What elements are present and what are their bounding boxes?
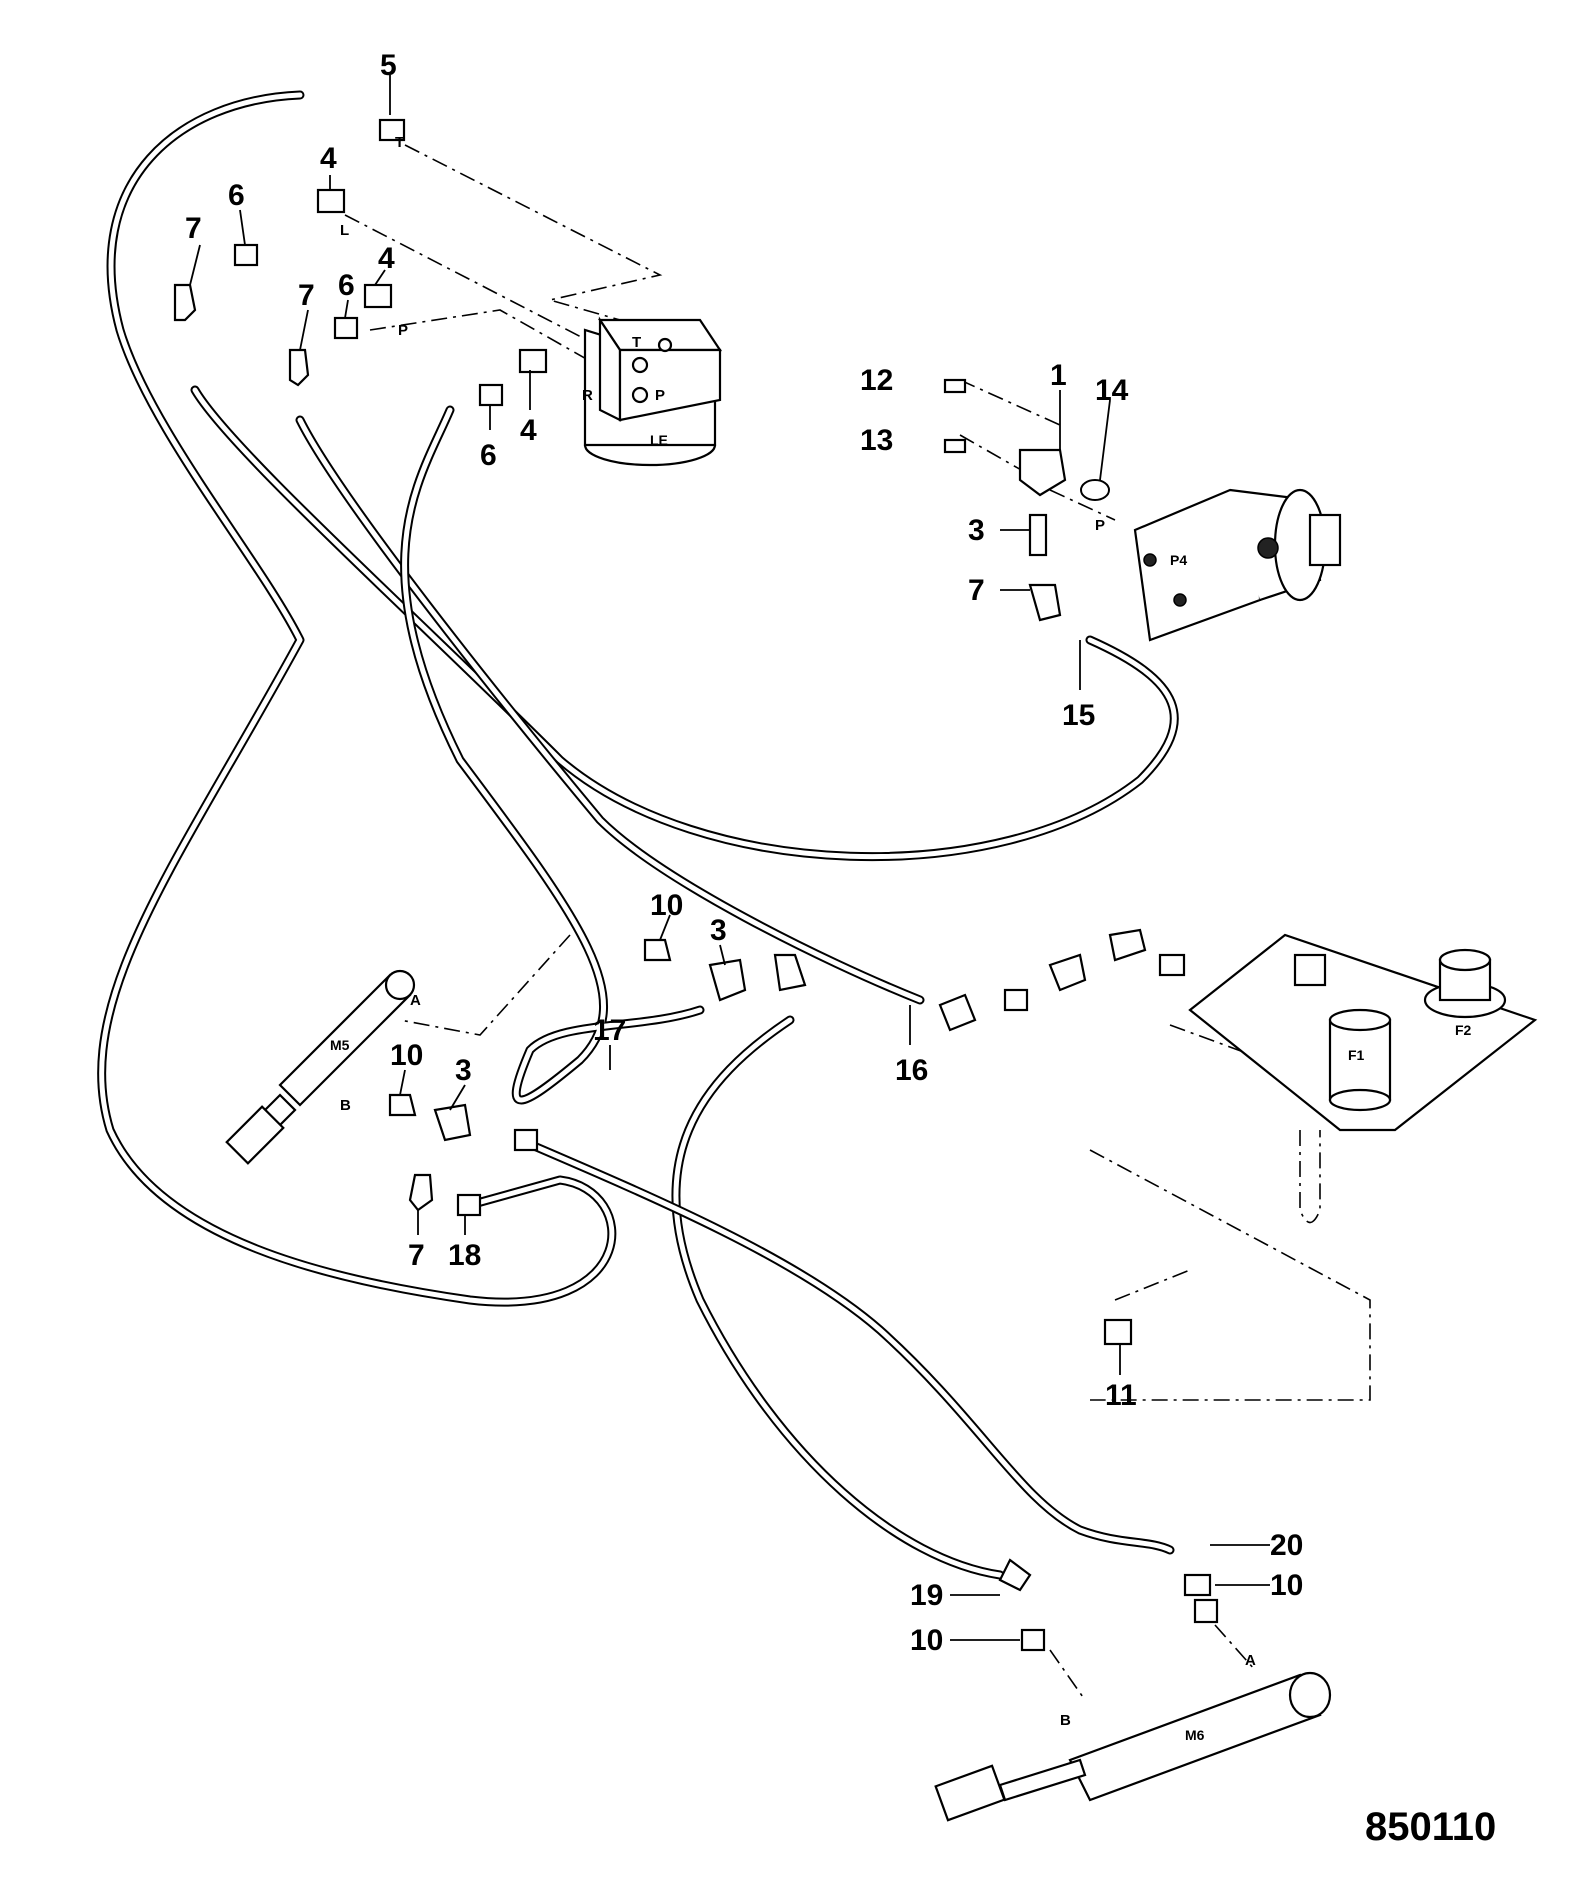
callout-14: 14	[1095, 374, 1129, 407]
pump-label: P4	[1170, 552, 1187, 568]
callout-4-mid: 4	[378, 242, 395, 275]
callout-15: 15	[1062, 699, 1095, 732]
hose-outer-loop	[97, 90, 617, 1307]
callout-3-pump: 3	[968, 514, 985, 547]
valve-label: LE	[650, 432, 668, 448]
fittings	[173, 118, 1219, 1652]
connection-lines	[344, 144, 1321, 1701]
m6-port-a: A	[1245, 1652, 1256, 1669]
callout-leaders	[189, 75, 1270, 1641]
callout-7-pump: 7	[968, 574, 985, 607]
pump-p4: P4 P	[1080, 479, 1342, 642]
m6-label: M6	[1185, 1727, 1205, 1743]
callouts: 5 4 6 7 4 6 7 4 6 12 13 1 14 3 7 15 16 1…	[185, 49, 1303, 1657]
valve-port-p: P	[655, 387, 665, 404]
callout-4-low: 4	[520, 414, 537, 447]
valve-port-t: T	[632, 334, 641, 351]
m5-label: M5	[330, 1037, 350, 1053]
callout-6-low: 6	[480, 439, 497, 472]
callout-3-upper: 3	[710, 914, 727, 947]
callout-11: 11	[1105, 1379, 1137, 1412]
callout-1: 1	[1050, 359, 1067, 392]
port-l: L	[340, 222, 349, 239]
callout-12: 12	[860, 364, 893, 397]
callout-20: 20	[1270, 1529, 1303, 1562]
valve-le: T P R LE	[582, 316, 723, 467]
callout-10-bottom: 10	[910, 1624, 943, 1657]
callout-10-upper: 10	[650, 889, 683, 922]
m6-port-b: B	[1060, 1712, 1071, 1729]
port-t-top: T	[395, 134, 404, 151]
hose-to-16	[295, 415, 925, 1005]
callout-7-low: 7	[408, 1239, 425, 1272]
callout-5: 5	[380, 49, 397, 82]
pump-port-p: P	[1095, 517, 1105, 534]
callout-7-top: 7	[185, 212, 202, 245]
port-p-top: P	[398, 322, 408, 339]
port-letters: T L P	[340, 134, 408, 339]
valve-port-r: R	[582, 387, 593, 404]
cylinder-m5: M5 A B	[225, 969, 421, 1165]
callout-10-left: 10	[390, 1039, 423, 1072]
m5-port-b: B	[340, 1097, 351, 1114]
callout-6-mid: 6	[338, 269, 355, 302]
callout-7-mid: 7	[298, 279, 315, 312]
manifold-f1-f2: F2 F1	[1089, 933, 1538, 1401]
callout-10-right: 10	[1270, 1569, 1303, 1602]
document-number: 850110	[1365, 1805, 1496, 1849]
callout-3-left: 3	[455, 1054, 472, 1087]
f2-label: F2	[1455, 1022, 1472, 1038]
cylinder-m6: M6 A B	[934, 1652, 1332, 1822]
callout-18: 18	[448, 1239, 481, 1272]
callout-13: 13	[860, 424, 893, 457]
callout-4-top: 4	[320, 142, 337, 175]
callout-6-top: 6	[228, 179, 245, 212]
callout-16: 16	[895, 1054, 928, 1087]
f1-label: F1	[1348, 1047, 1365, 1063]
m5-port-a: A	[410, 992, 421, 1009]
callout-17: 17	[593, 1014, 626, 1047]
callout-19: 19	[910, 1579, 943, 1612]
hoses	[97, 90, 1179, 1580]
